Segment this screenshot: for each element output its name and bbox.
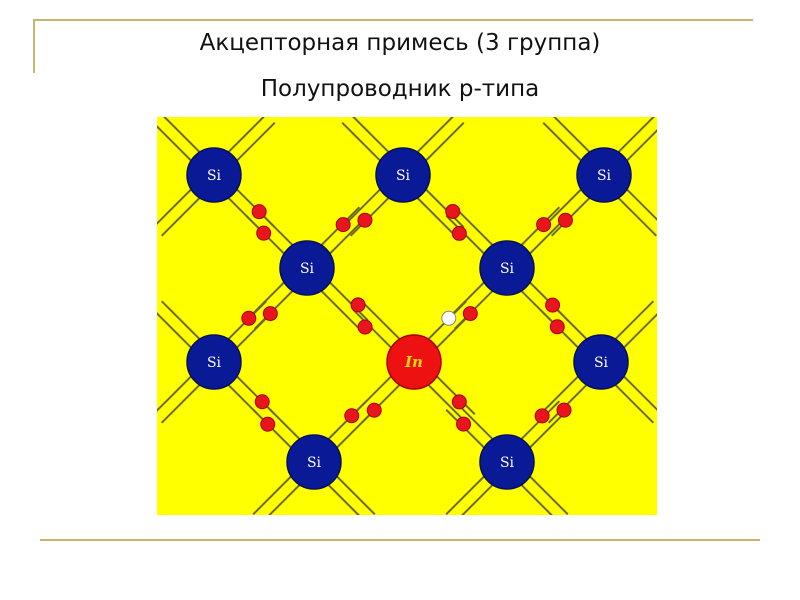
- electron: [350, 297, 366, 313]
- electron: [357, 319, 373, 335]
- host-atom-label: Si: [500, 455, 515, 471]
- slide-subtitle: Полупроводник p-типа: [260, 76, 540, 102]
- electron: [557, 212, 573, 228]
- host-atom-label: Si: [307, 455, 322, 471]
- host-atom-silicon: [375, 147, 431, 203]
- host-atom-silicon: [286, 434, 342, 490]
- left-rule: [33, 19, 35, 73]
- host-atom-label: Si: [300, 261, 315, 277]
- host-atom-label: Si: [500, 261, 515, 277]
- top-rule: [33, 19, 753, 21]
- electron: [549, 319, 565, 335]
- impurity-atom-label: In: [404, 353, 423, 371]
- impurity-atom-indium: [386, 334, 442, 390]
- electron: [445, 203, 461, 219]
- electron: [366, 402, 382, 418]
- electrons-layer: [241, 203, 573, 432]
- electron: [545, 297, 561, 313]
- electron: [451, 394, 467, 410]
- host-atom-label: Si: [207, 355, 222, 371]
- electron: [536, 217, 552, 233]
- electron: [254, 394, 270, 410]
- host-atom-label: Si: [396, 168, 411, 184]
- host-atom-silicon: [279, 240, 335, 296]
- electron: [534, 408, 550, 424]
- electron: [262, 306, 278, 322]
- host-atom-silicon: [576, 147, 632, 203]
- electron: [462, 306, 478, 322]
- bottom-rule: [40, 539, 760, 541]
- electron: [260, 416, 276, 432]
- electron: [456, 416, 472, 432]
- electron: [335, 217, 351, 233]
- host-atom-silicon: [186, 334, 242, 390]
- electron: [241, 310, 257, 326]
- electron: [256, 225, 272, 241]
- electron: [357, 212, 373, 228]
- host-atom-label: Si: [597, 168, 612, 184]
- electron: [344, 408, 360, 424]
- host-atom-silicon: [479, 240, 535, 296]
- electron: [451, 225, 467, 241]
- host-atom-silicon: [186, 147, 242, 203]
- electron: [251, 204, 267, 220]
- host-atom-silicon: [573, 334, 629, 390]
- electron: [556, 402, 572, 418]
- hole: [441, 310, 457, 326]
- host-atom-label: Si: [207, 168, 222, 184]
- host-atom-label: Si: [594, 355, 609, 371]
- host-atom-silicon: [479, 434, 535, 490]
- slide-title: Акцепторная примесь (3 группа): [199, 30, 601, 56]
